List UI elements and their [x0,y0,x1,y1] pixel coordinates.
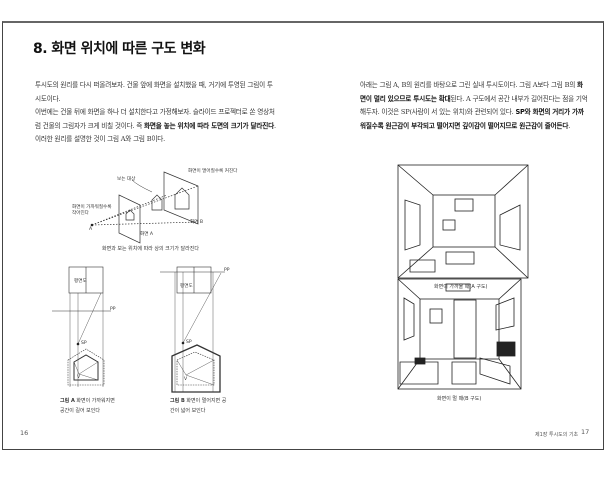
fig-b-caption: 그림 B 화면이 멀어지면 공간이 넓어 보인다 [170,396,230,416]
text: 아래는 그림 A, B의 원리를 바탕으로 그린 실내 투시도이다. 그림 A보… [360,81,577,89]
text: 화면이 가까워지면 공간이 길어 보인다 [60,398,115,414]
text: 된다. A 구도에서 공간 내부가 길어진다는 점을 기억해두자. 이것은 SP… [360,94,588,117]
section-title: 8. 화면 위치에 따른 구도 변화 [33,41,206,57]
fig-label: 그림 B [170,398,185,404]
left-page-number: 16 [20,429,29,437]
fig-a-caption: 그림 A 화면이 가까워지면 공간이 길어 보인다 [60,396,120,416]
fig-b-plan-label: 평면도 [180,284,193,289]
label-far: 화면이 멀어질수록 커진다 [188,169,238,174]
paragraph-2: 이번에는 건물 뒤에 화면을 하나 더 설치한다고 가정해보자. 슬라이드 프로… [35,106,277,147]
book-spread [2,21,604,450]
label-near: 화면이 가까워질수록 작아진다 [72,205,112,216]
text: . [568,121,571,130]
room-b-caption: 화면이 멀 때(B 구도) [437,396,482,402]
running-head: 제1장 투시도의 기초 [535,432,579,438]
fig-b-sp-label: SP [186,340,192,345]
fig-a-pp-label: PP [110,307,116,312]
right-intro-text: 아래는 그림 A, B의 원리를 바탕으로 그린 실내 투시도이다. 그림 A보… [360,79,588,133]
label-eye: A [89,227,93,232]
text: 이번에는 건물 뒤에 화면을 하나 더 설치한다고 가정해보자. 슬라이드 프로… [35,108,275,130]
paragraph-1: 투시도의 원리를 다시 떠올려보자. 건물 앞에 화면을 설치했을 때, 거기에… [35,81,273,103]
fig-b-pp-label: PP [224,268,230,273]
diagram1-caption: 화면과 보는 위치에 따라 상의 크기가 달라진다 [102,246,199,252]
fig-b-v-label: V [184,377,188,382]
emphasis: 화면이 멀리 있으므로 투시도는 확대 [360,81,583,103]
fig-label: 그림 A [60,398,75,404]
text: . 이러한 원리를 설명한 것이 그림 A와 그림 B이다. [35,121,276,144]
text: 화면이 멀어지면 공간이 넓어 보인다 [170,398,227,414]
fig-a-sp-label: SP [81,341,87,346]
emphasis: 화면을 놓는 위치에 따라 도면의 크기가 달라진다 [144,121,274,130]
fig-a-plan-label: 평면도 [74,279,87,284]
room-a-caption: 화면이 가까울 때(A 구도) [434,284,488,290]
paragraph: 아래는 그림 A, B의 원리를 바탕으로 그린 실내 투시도이다. 그림 A보… [360,79,588,133]
fig-a-v-label: V [77,375,81,380]
label-screen-a: 화면 A [140,232,154,237]
right-page-number: 17 [581,428,590,436]
label-screen-b: 화면 B [190,220,204,225]
label-object: 보는 대상 [117,177,136,182]
left-intro-text: 투시도의 원리를 다시 떠올려보자. 건물 앞에 화면을 설치했을 때, 거기에… [35,79,277,147]
emphasis: SP와 화면의 거리가 가까워질수록 원근감이 부각되고 떨어지면 깊이감이 떨… [360,108,584,130]
